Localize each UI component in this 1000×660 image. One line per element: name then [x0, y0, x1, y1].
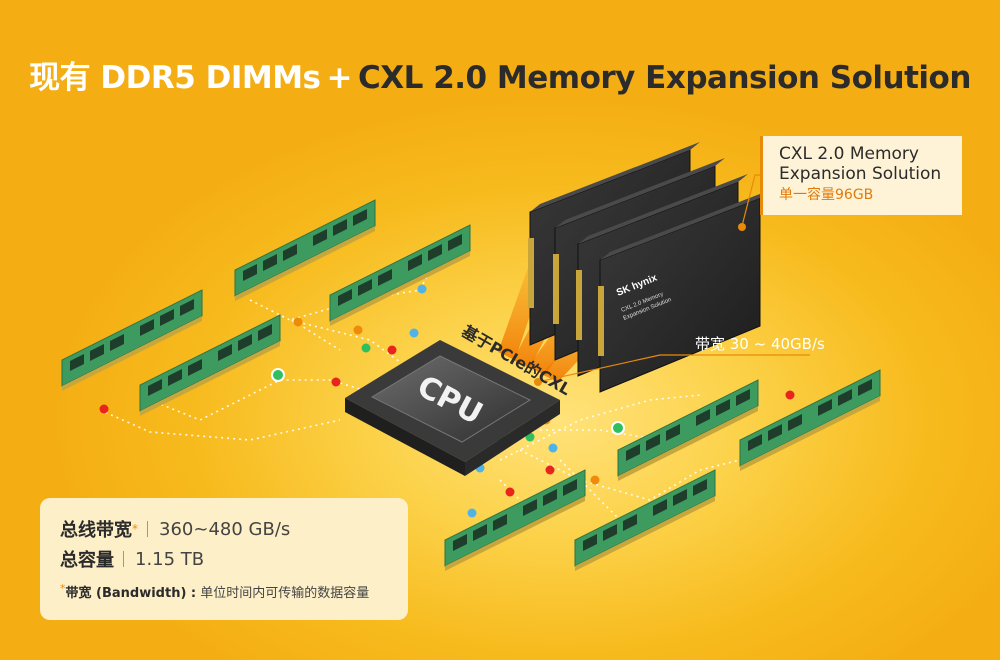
bandwidth-key: 总线带宽	[60, 520, 132, 541]
note-star: *	[60, 582, 66, 595]
bandwidth-label: 带宽 30 ~ 40GB/s	[695, 335, 825, 353]
dimm-module	[61, 289, 203, 391]
note-key: 带宽 (Bandwidth) :	[65, 586, 197, 601]
page-title: 现有 DDR5 DIMMs+CXL 2.0 Memory Expansion S…	[0, 52, 1000, 97]
cxl-callout: CXL 2.0 Memory Expansion Solution 单一容量96…	[760, 136, 962, 215]
cxl-modules: SK hynix CXL 2.0 Memory Expansion Soluti…	[528, 142, 770, 393]
title-cxl: CXL 2.0 Memory Expansion Solution	[358, 60, 971, 96]
dimm-module	[739, 369, 881, 471]
callout-name-2: Expansion Solution	[779, 164, 942, 184]
capacity-row: 总容量 1.15 TB	[60, 544, 408, 574]
dimm-module	[329, 224, 471, 326]
capacity-value: 1.15 TB	[135, 548, 205, 570]
capacity-key: 总容量	[60, 550, 114, 571]
bandwidth-note: *带宽 (Bandwidth) : 单位时间内可传输的数据容量	[60, 582, 408, 601]
bandwidth-star: *	[132, 522, 138, 536]
bandwidth-row: 总线带宽* 360~480 GB/s	[60, 514, 408, 544]
callout-dot	[534, 378, 542, 386]
title-ddr5: DDR5 DIMMs	[100, 60, 321, 96]
title-existing: 现有	[29, 60, 91, 96]
dimm-module	[574, 469, 716, 571]
callout-dot	[738, 223, 746, 231]
divider	[123, 551, 124, 567]
dimm-modules	[61, 199, 881, 571]
cxl-module-front: SK hynix CXL 2.0 Memory Expansion Soluti…	[598, 190, 770, 393]
divider	[147, 521, 148, 537]
dimm-module	[617, 379, 759, 481]
callout-lines	[537, 174, 810, 383]
dimm-module	[139, 314, 281, 416]
info-panel: 总线带宽* 360~480 GB/s 总容量 1.15 TB *带宽 (Band…	[40, 498, 408, 620]
note-value: 单位时间内可传输的数据容量	[200, 586, 370, 601]
dimm-module	[444, 469, 586, 571]
cpu-chip: CPU	[345, 340, 560, 476]
callout-capacity: 单一容量96GB	[779, 187, 874, 203]
callout-name-1: CXL 2.0 Memory	[779, 144, 919, 164]
bandwidth-value: 360~480 GB/s	[159, 518, 291, 540]
title-plus: +	[326, 60, 353, 96]
dimm-module	[234, 199, 376, 301]
